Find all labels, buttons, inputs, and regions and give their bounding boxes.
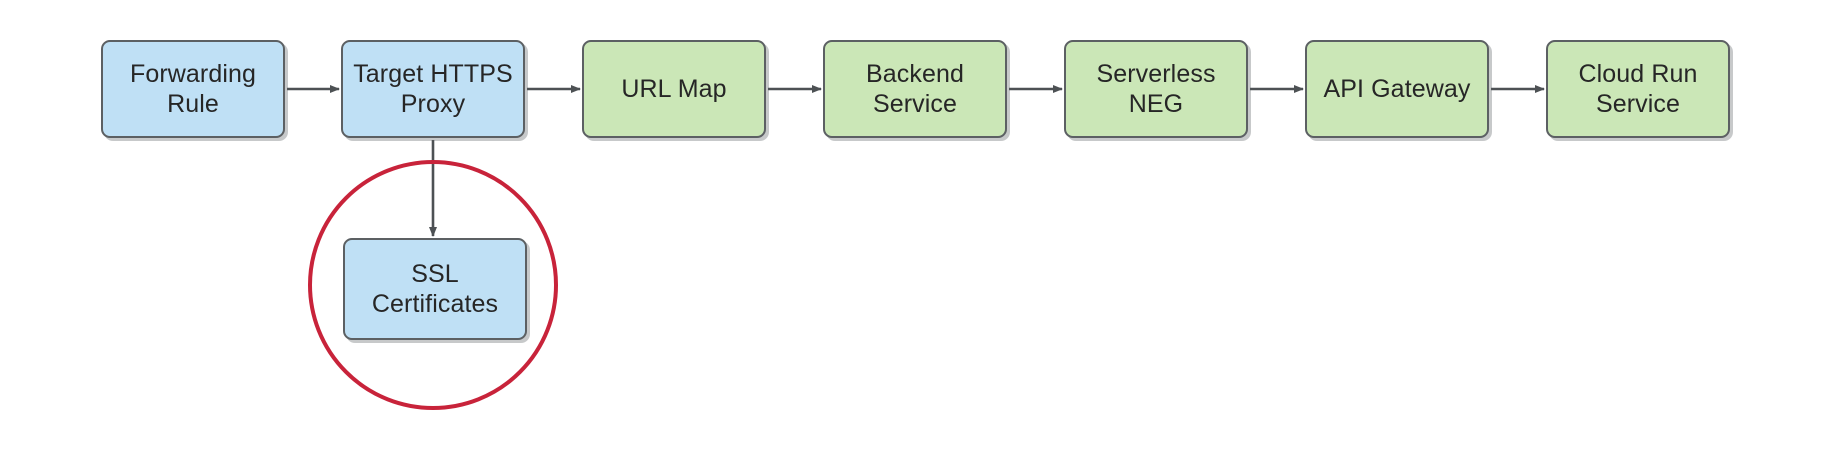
node-label-target-https-proxy: Target HTTPS Proxy (353, 59, 513, 119)
node-label-api-gateway: API Gateway (1323, 74, 1471, 103)
node-label-ssl-certificates: SSL Certificates (371, 259, 499, 319)
node-forwarding-rule[interactable]: Forwarding Rule (101, 40, 285, 138)
node-url-map[interactable]: URL Map (582, 40, 766, 138)
node-ssl-certificates[interactable]: SSL Certificates (343, 238, 527, 340)
node-backend-service[interactable]: Backend Service (823, 40, 1007, 138)
node-label-forwarding-rule: Forwarding Rule (129, 59, 257, 119)
node-label-cloud-run-service: Cloud Run Service (1578, 59, 1698, 119)
node-serverless-neg[interactable]: Serverless NEG (1064, 40, 1248, 138)
node-api-gateway[interactable]: API Gateway (1305, 40, 1489, 138)
node-label-backend-service: Backend Service (866, 59, 964, 119)
node-cloud-run-service[interactable]: Cloud Run Service (1546, 40, 1730, 138)
node-label-url-map: URL Map (621, 74, 727, 103)
node-label-serverless-neg: Serverless NEG (1096, 59, 1216, 119)
node-target-https-proxy[interactable]: Target HTTPS Proxy (341, 40, 525, 138)
